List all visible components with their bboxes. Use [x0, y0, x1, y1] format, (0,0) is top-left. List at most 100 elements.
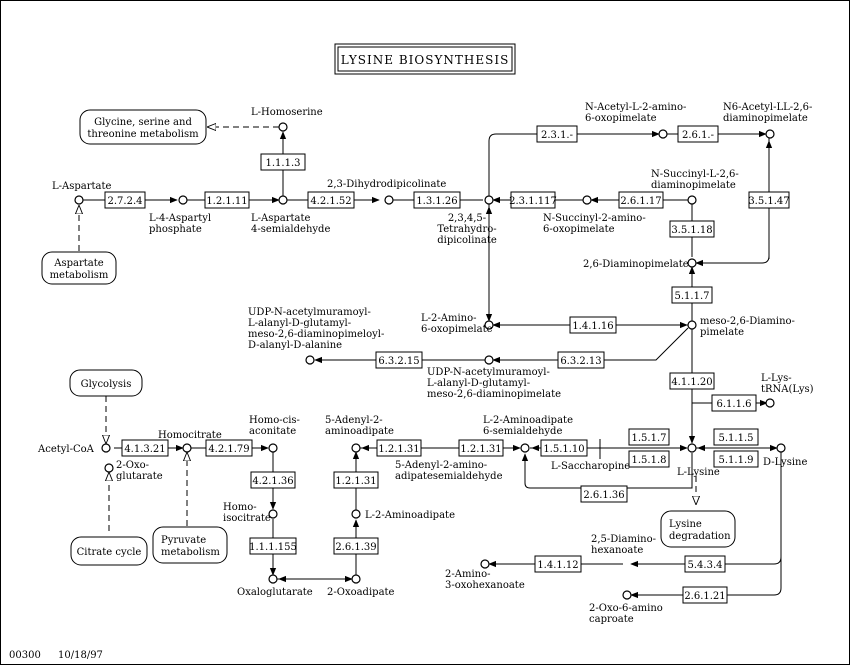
compound-node[interactable]	[268, 574, 278, 584]
enzyme-label: 1.2.1.31	[460, 444, 501, 455]
compound-node[interactable]	[687, 320, 697, 330]
compound-label-l-asp4p: L-4-Aspartyl	[149, 213, 211, 224]
compound-label-dap26: 2,6-Diaminopimelate	[583, 259, 689, 270]
compound-label-nacet-oxo: N-Acetyl-L-2-amino-	[585, 102, 686, 113]
compound-node[interactable]	[765, 398, 775, 408]
enzyme-box-231[interactable]: 2.3.1.-	[536, 125, 578, 143]
enzyme-box-35147[interactable]: 3.5.1.47	[748, 191, 790, 209]
enzyme-box-12131b[interactable]: 1.2.1.31	[458, 439, 504, 457]
compound-node[interactable]	[484, 320, 494, 330]
enzyme-box-26117[interactable]: 2.6.1.17	[618, 191, 664, 209]
enzyme-box-63213[interactable]: 6.3.2.13	[557, 351, 605, 369]
enzyme-box-6116[interactable]: 6.1.1.6	[711, 394, 757, 412]
enzyme-box-5434[interactable]: 5.4.3.4	[684, 555, 726, 573]
compound-node[interactable]	[305, 355, 315, 365]
compound-node[interactable]	[687, 443, 697, 453]
enzyme-box-35118[interactable]: 3.5.1.18	[669, 220, 715, 238]
enzyme-box-42152[interactable]: 4.2.1.52	[307, 191, 355, 209]
compound-node[interactable]	[776, 443, 786, 453]
map-label: threonine metabolism	[87, 129, 199, 140]
compound-node[interactable]	[484, 355, 494, 365]
map-label: Citrate cycle	[77, 547, 142, 558]
compound-node[interactable]	[484, 195, 494, 205]
compound-node[interactable]	[178, 195, 188, 205]
compound-label-udp-short: meso-2,6-diaminopimelate	[427, 389, 561, 400]
compound-label-l2aminoad-sa: L-2-Aminoadipate	[483, 415, 573, 426]
enzyme-box-42179[interactable]: 4.2.1.79	[205, 439, 253, 457]
compound-node[interactable]	[687, 258, 697, 268]
enzyme-box-26139[interactable]: 2.6.1.39	[333, 537, 379, 555]
compound-node[interactable]	[351, 509, 361, 519]
compound-label-diaminohex: hexanoate	[591, 545, 643, 556]
compound-node[interactable]	[480, 559, 490, 569]
enzyme-box-42136[interactable]: 4.2.1.36	[250, 471, 296, 489]
compound-node[interactable]	[268, 443, 278, 453]
compound-node[interactable]	[765, 129, 775, 139]
enzyme-box-231117[interactable]: 2.3.1.117	[509, 191, 557, 209]
enzyme-label: 3.5.1.18	[671, 225, 712, 236]
compound-node[interactable]	[658, 129, 668, 139]
enzyme-box-261[interactable]: 2.6.1.-	[677, 125, 719, 143]
compound-node[interactable]	[582, 195, 592, 205]
compound-node[interactable]	[687, 195, 697, 205]
enzyme-label: 1.2.1.31	[335, 476, 376, 487]
enzyme-label: 1.5.1.7	[632, 433, 667, 444]
compound-node[interactable]	[278, 122, 288, 132]
compound-label-homocisacon: Homo-cis-	[249, 415, 300, 426]
enzyme-box-12111[interactable]: 1.2.1.11	[204, 191, 250, 209]
pathway-title: LYSINE BIOSYNTHESIS	[341, 53, 510, 67]
enzyme-label: 2.3.1.-	[541, 130, 573, 141]
enzyme-label: 1.1.1.155	[249, 542, 297, 553]
compound-label-udp-long: D-alanyl-D-alanine	[248, 340, 342, 351]
compound-node[interactable]	[104, 463, 114, 473]
enzyme-box-5117[interactable]: 5.1.1.7	[671, 286, 713, 304]
compound-node[interactable]	[520, 443, 530, 453]
compound-label-l2amino6oxo: 6-oxopimelate	[421, 324, 493, 335]
enzyme-box-41120[interactable]: 4.1.1.20	[669, 372, 715, 390]
enzyme-box-5115[interactable]: 5.1.1.5	[713, 428, 759, 446]
enzyme-box-63215[interactable]: 6.3.2.15	[375, 351, 423, 369]
compound-node[interactable]	[74, 195, 84, 205]
enzyme-box-1518[interactable]: 1.5.1.8	[628, 450, 670, 468]
enzyme-box-2724[interactable]: 2.7.2.4	[104, 191, 146, 209]
compound-label-homocitrate: Homocitrate	[158, 430, 222, 441]
compound-node[interactable]	[101, 443, 111, 453]
map-citrate[interactable]: Citrate cycle	[70, 536, 148, 566]
compound-label-thdp: dipicolinate	[437, 235, 497, 246]
enzyme-box-111155[interactable]: 1.1.1.155	[249, 537, 297, 555]
enzyme-box-14116[interactable]: 1.4.1.16	[569, 316, 617, 334]
enzyme-label: 1.2.1.11	[206, 196, 247, 207]
compound-label-homocisacon: aconitate	[249, 426, 296, 437]
compound-node[interactable]	[351, 574, 361, 584]
compound-label-l2aminoad: L-2-Aminoadipate	[365, 510, 455, 521]
enzyme-label: 6.1.1.6	[717, 399, 752, 410]
compound-node[interactable]	[268, 509, 278, 519]
enzyme-box-14112[interactable]: 1.4.1.12	[534, 555, 582, 573]
compound-node[interactable]	[384, 195, 394, 205]
enzyme-box-1113[interactable]: 1.1.1.3	[260, 153, 306, 171]
map-glycolysis[interactable]: Glycolysis	[69, 369, 143, 397]
enzyme-box-26121[interactable]: 2.6.1.21	[682, 586, 728, 604]
enzyme-box-13126[interactable]: 1.3.1.26	[413, 191, 461, 209]
enzyme-box-12131a[interactable]: 1.2.1.31	[376, 439, 422, 457]
enzyme-label: 1.1.1.3	[266, 158, 301, 169]
enzyme-box-5119[interactable]: 5.1.1.9	[713, 450, 759, 468]
compound-label-l-homoser: L-Homoserine	[251, 107, 323, 118]
enzyme-label: 2.6.1.36	[583, 490, 624, 501]
compound-node[interactable]	[182, 443, 192, 453]
enzyme-box-12131c[interactable]: 1.2.1.31	[333, 471, 379, 489]
compound-node[interactable]	[622, 590, 632, 600]
enzyme-box-15110[interactable]: 1.5.1.10	[540, 439, 588, 457]
compound-label-nsucc-oxo: 6-oxopimelate	[543, 224, 615, 235]
enzyme-box-26136[interactable]: 2.6.1.36	[580, 485, 628, 503]
compound-node[interactable]	[351, 443, 361, 453]
compound-label-udp-short: UDP-N-acetylmuramoyl-	[427, 367, 550, 378]
compound-label-acetyl-coa: Acetyl-CoA	[37, 444, 95, 455]
enzyme-box-41321[interactable]: 4.1.3.21	[121, 439, 169, 457]
compound-node[interactable]	[278, 195, 288, 205]
enzyme-box-1517[interactable]: 1.5.1.7	[628, 428, 670, 446]
